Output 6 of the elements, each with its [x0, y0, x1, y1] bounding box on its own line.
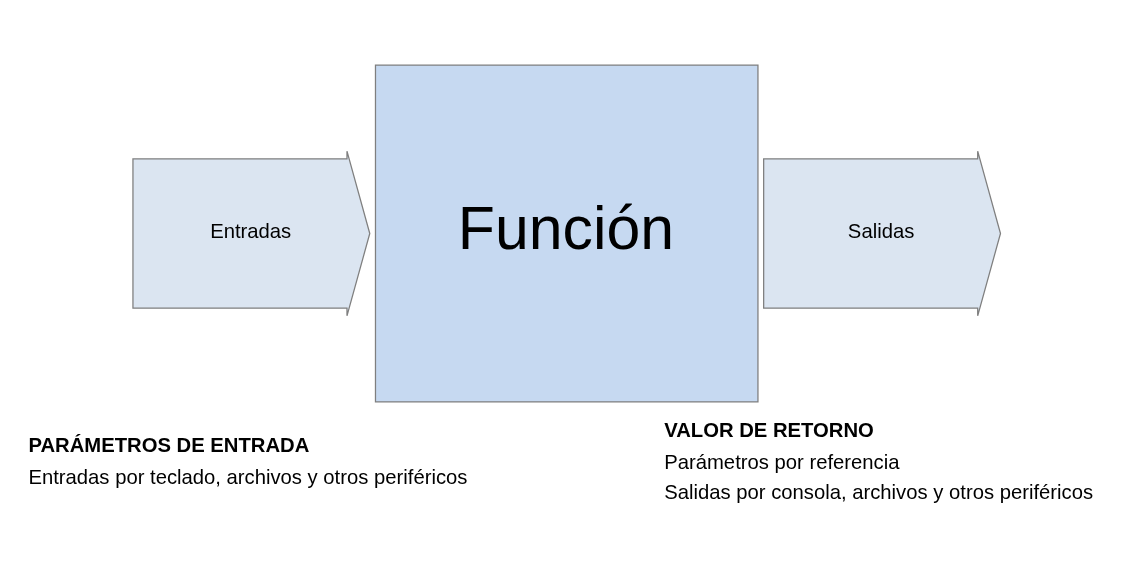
- node-box: Función: [374, 63, 759, 403]
- node-label: Salidas por consola, archivos y otros periféricos: [664, 480, 1094, 503]
- node-label: Parámetros por referencia: [664, 450, 900, 473]
- node-label: VALOR DE RETORNO: [664, 418, 874, 441]
- node-label: Entradas por teclado, archivos y otros periféricos: [28, 465, 468, 488]
- node-label: PARÁMETROS DE ENTRADA: [28, 433, 310, 456]
